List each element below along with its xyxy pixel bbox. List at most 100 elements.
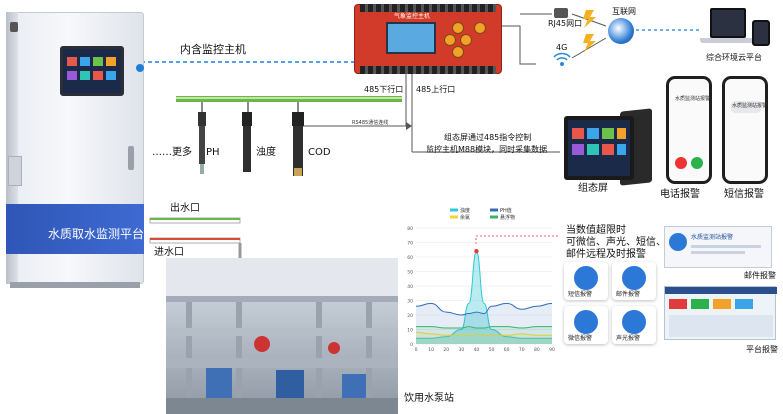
x-tick-1: 10 (428, 347, 434, 353)
controller-key-menu (474, 22, 486, 34)
series-area-0 (416, 251, 552, 344)
mail-card-label: 邮件报警 (616, 291, 641, 298)
series-line-0 (416, 250, 552, 339)
ph-probe-icon (198, 112, 206, 174)
platform-alarm-label: 平台报警 (746, 345, 778, 354)
x-tick-4: 40 (474, 347, 480, 353)
lightning-icon-2 (583, 10, 596, 28)
series-line-2 (415, 331, 552, 336)
internet-globe-icon (608, 18, 634, 44)
wechat-alarm-card: 微信报警 (564, 306, 608, 344)
controller-terminals-bottom (360, 66, 496, 74)
legend-label-2: 余氯 (460, 214, 470, 221)
touch-tiles-icon (572, 128, 626, 155)
platform-map (669, 315, 773, 337)
legend-label-0: 浊度 (460, 207, 470, 214)
legend-swatch-0 (450, 208, 458, 212)
call-text: 水质监测站报警 (675, 96, 711, 102)
series-line-3 (415, 326, 552, 329)
turbidity-probe-icon (242, 112, 252, 172)
controller-key-right (460, 34, 472, 46)
platform-tile-orange (713, 299, 731, 309)
sms-alarm-card: 短信报警 (564, 262, 608, 300)
y-tick-1: 10 (407, 328, 413, 334)
laptop-base (700, 38, 754, 43)
controller-title: 气象监控主机 (394, 13, 431, 20)
lightning-icon (583, 34, 596, 52)
y-tick-8: 80 (407, 226, 413, 232)
decline-call-icon (675, 157, 687, 169)
y-tick-3: 30 (407, 299, 413, 305)
legend-swatch-3 (490, 215, 498, 219)
y-tick-4: 40 (407, 284, 413, 290)
router-icon (554, 8, 568, 18)
platform-tile-blue (735, 299, 753, 309)
uplink-label: 485上行口 (416, 85, 456, 94)
cod-label: COD (308, 147, 331, 158)
sms-alarm-label: 短信报警 (724, 189, 764, 200)
alarm-desc-3: 邮件远程及时报警 (566, 249, 646, 260)
controller-lcd (386, 22, 436, 54)
cabinet-handle (128, 146, 134, 170)
x-tick-9: 90 (549, 347, 555, 353)
touch-screen-label: 组态屏 (578, 183, 608, 194)
accept-call-icon (691, 157, 703, 169)
y-tick-6: 60 (407, 255, 413, 261)
alarm-point (474, 249, 479, 254)
signal-icon (553, 52, 571, 66)
y-tick-7: 70 (407, 241, 413, 247)
internet-label: 互联网 (612, 7, 636, 16)
touch-desc-2: 监控主机M88模块，同时采集数据 (426, 145, 548, 154)
mail-alarm-card: 邮件报警 (612, 262, 656, 300)
turbidity-label: 浊度 (256, 147, 276, 158)
mail-line (691, 245, 761, 248)
cod-probe-icon (292, 112, 304, 176)
sms-text: 水质监测站报警 (732, 103, 768, 109)
ph-label: PH (206, 147, 220, 158)
cabinet-band-text: 水质取水监测平台 (48, 227, 145, 241)
cabinet-touch-screen (60, 46, 124, 96)
x-tick-3: 30 (458, 347, 464, 353)
outlet-label: 出水口 (170, 203, 200, 214)
cabinet-base (10, 282, 140, 288)
sms-bubble (731, 101, 761, 113)
pump-station-label: 饮用水泵站 (404, 393, 454, 404)
4g-label: 4G (556, 43, 568, 52)
touch-desc-1: 组态屏通过485指令控制 (444, 133, 532, 142)
series-area-2 (416, 332, 552, 344)
cabinet-band (6, 204, 144, 254)
controller-key-up (452, 22, 464, 34)
alarm-desc-1: 当数值超限时 (566, 225, 626, 236)
y-tick-5: 50 (407, 270, 413, 276)
legend-swatch-1 (490, 208, 498, 212)
sms-icon (574, 266, 598, 290)
platform-tile-red (669, 299, 687, 309)
phone-sms: 水质监测站报警 (722, 76, 768, 184)
downlink-label: 485下行口 (364, 85, 404, 94)
alarm-desc-2: 可微信、声光、短信、 (566, 237, 666, 248)
connector-dot (136, 64, 144, 72)
controller-terminals-top (360, 4, 496, 12)
sensor-probes (198, 112, 304, 176)
legend-label-3: 悬浮物 (500, 214, 515, 221)
x-tick-2: 20 (443, 347, 449, 353)
inner-host-label: 内含监控主机 (180, 43, 246, 56)
legend-label-1: PH值 (500, 207, 512, 214)
y-tick-2: 20 (407, 313, 413, 319)
x-tick-0: 0 (415, 347, 418, 353)
x-tick-7: 70 (519, 347, 525, 353)
x-tick-6: 60 (504, 347, 510, 353)
phone-alarm-label: 电话报警 (660, 189, 700, 200)
pump-station-photo (166, 258, 398, 414)
wechat-icon (574, 310, 598, 334)
more-sensors-label: ……更多 (152, 147, 192, 158)
y-tick-0: 0 (410, 342, 413, 348)
series-area-3 (416, 326, 552, 344)
pipes-photo-illustration (166, 258, 398, 414)
light-alarm-card: 声光报警 (612, 306, 656, 344)
mail-icon (622, 266, 646, 290)
dashboard-tiles-icon (67, 57, 116, 80)
light-card-label: 声光报警 (616, 335, 641, 342)
